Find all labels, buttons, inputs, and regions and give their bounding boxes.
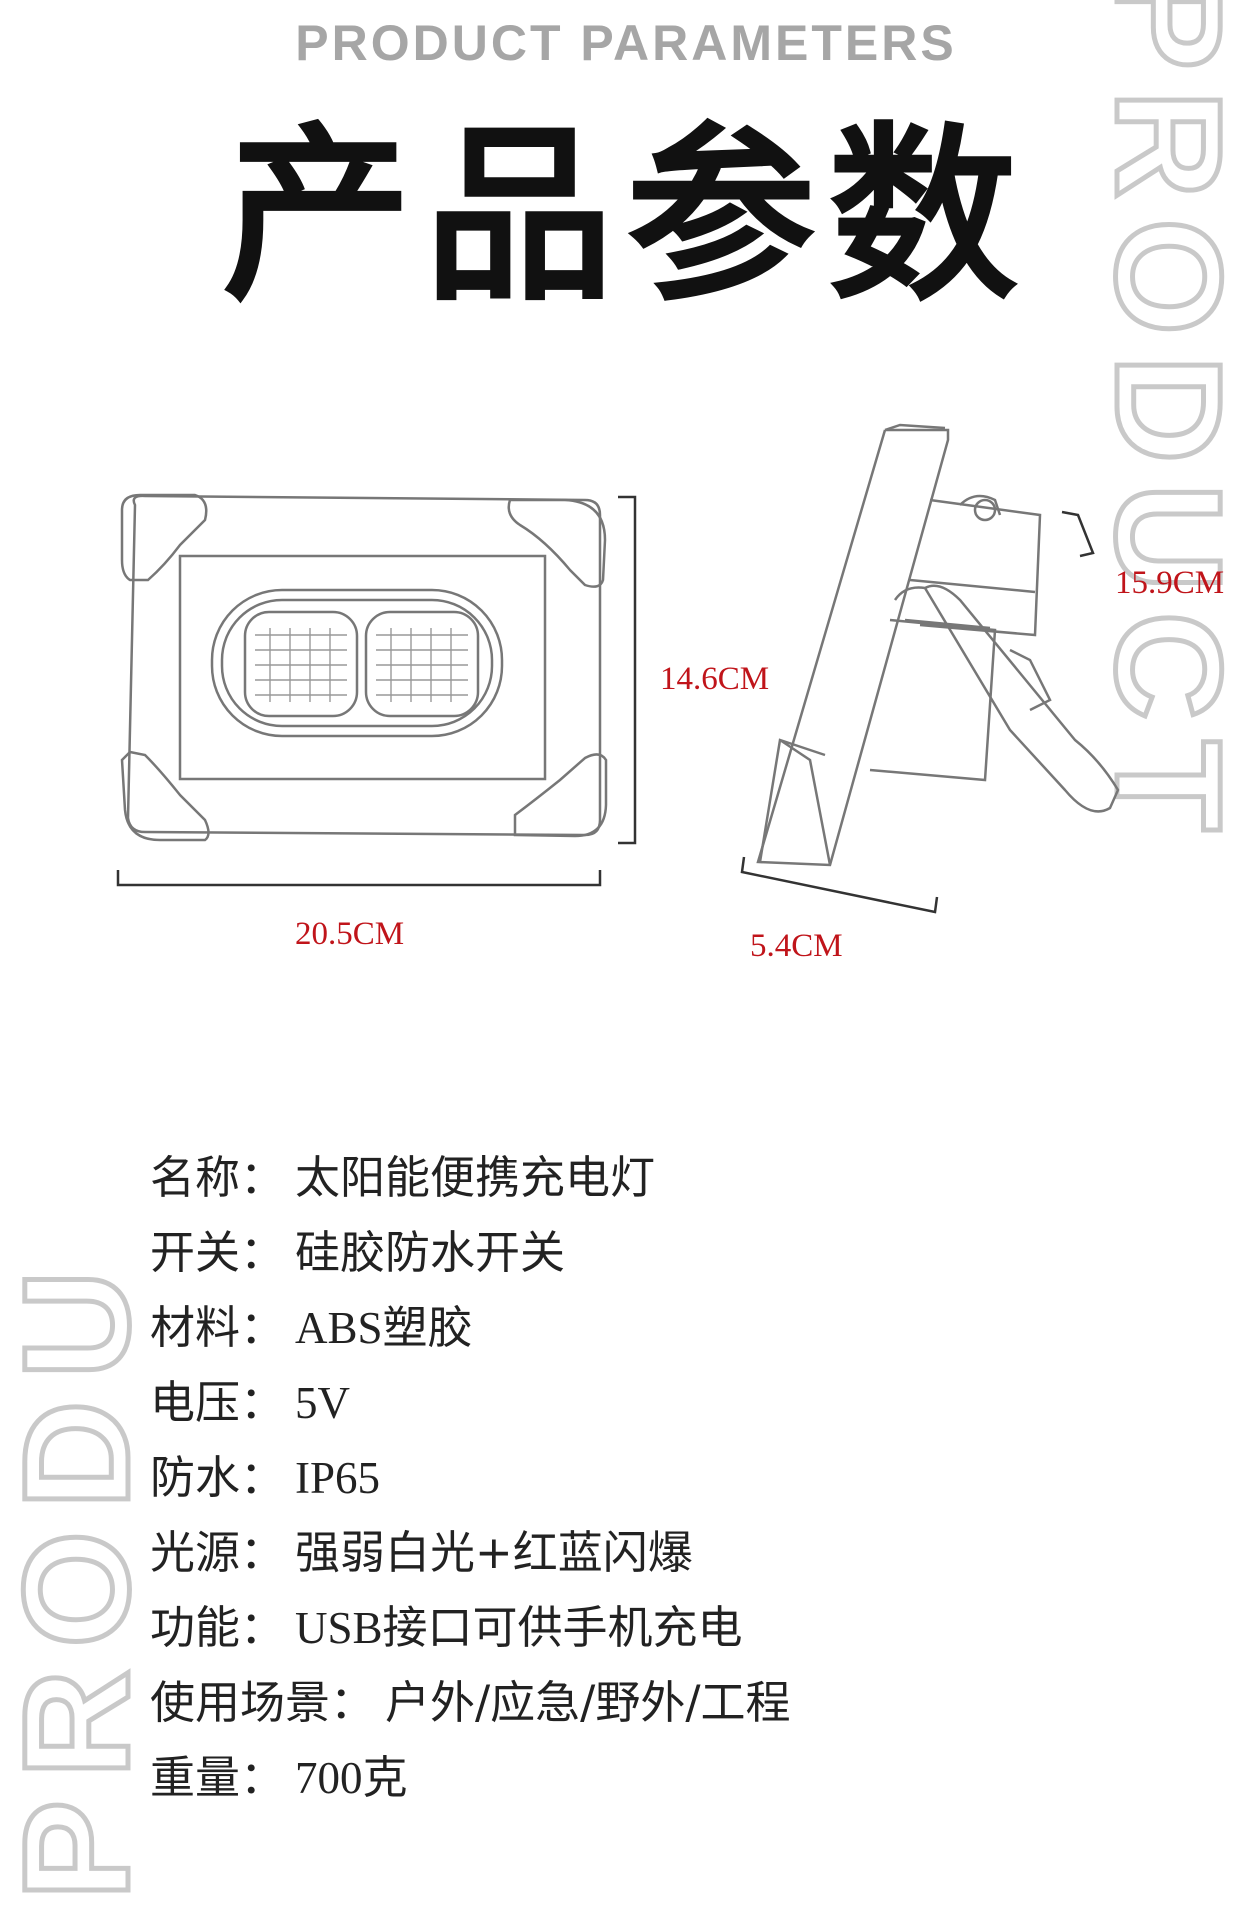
spec-label: 材料：	[150, 1301, 286, 1354]
spec-label: 名称：	[150, 1151, 286, 1204]
side-dimension-lines	[740, 510, 1095, 914]
front-view-drawing	[120, 493, 608, 842]
spec-value: ABS塑胶	[295, 1303, 473, 1353]
product-drawings	[116, 423, 1120, 914]
page-subtitle-english: PRODUCT PARAMETERS	[295, 15, 957, 71]
width-dimension-label: 20.5CM	[295, 916, 405, 952]
page-title: 产品参数	[221, 106, 1030, 327]
height-dimension-label: 14.6CM	[660, 661, 770, 697]
spec-value: 硅胶防水开关	[295, 1226, 566, 1279]
spec-row-waterproof: 防水：IP65	[150, 1440, 791, 1515]
front-dimension-lines	[116, 495, 637, 887]
spec-label: 重量：	[150, 1751, 286, 1804]
spec-value: IP65	[295, 1453, 381, 1503]
depth-dimension-label: 5.4CM	[750, 928, 843, 964]
spec-value: 5V	[295, 1378, 351, 1428]
side-view-drawing	[756, 423, 1120, 867]
spec-row-use-cases: 使用场景：户外/应急/野外/工程	[150, 1665, 791, 1740]
spec-value: 太阳能便携充电灯	[295, 1151, 656, 1204]
spec-row-switch: 开关：硅胶防水开关	[150, 1215, 791, 1290]
spec-value: 强弱白光+红蓝闪爆	[295, 1526, 693, 1579]
watermark-left: PRODU	[0, 1246, 163, 1903]
spec-row-material: 材料：ABS塑胶	[150, 1290, 791, 1365]
spec-list: 名称：太阳能便携充电灯 开关：硅胶防水开关 材料：ABS塑胶 电压：5V 防水：…	[150, 1140, 791, 1815]
spec-label: 防水：	[150, 1451, 286, 1504]
spec-row-voltage: 电压：5V	[150, 1365, 791, 1440]
spec-row-name: 名称：太阳能便携充电灯	[150, 1140, 791, 1215]
diagonal-dimension-label: 15.9CM	[1115, 565, 1225, 601]
spec-value: 700克	[295, 1753, 408, 1803]
spec-value: USB接口可供手机充电	[295, 1603, 743, 1653]
spec-label: 功能：	[150, 1601, 286, 1654]
spec-label: 光源：	[150, 1526, 286, 1579]
spec-label: 电压：	[150, 1376, 286, 1429]
spec-row-function: 功能：USB接口可供手机充电	[150, 1590, 791, 1665]
spec-label: 开关：	[150, 1226, 286, 1279]
spec-row-weight: 重量：700克	[150, 1740, 791, 1815]
spec-label: 使用场景：	[150, 1676, 376, 1729]
spec-value: 户外/应急/野外/工程	[385, 1676, 791, 1729]
spec-row-light-source: 光源：强弱白光+红蓝闪爆	[150, 1515, 791, 1590]
